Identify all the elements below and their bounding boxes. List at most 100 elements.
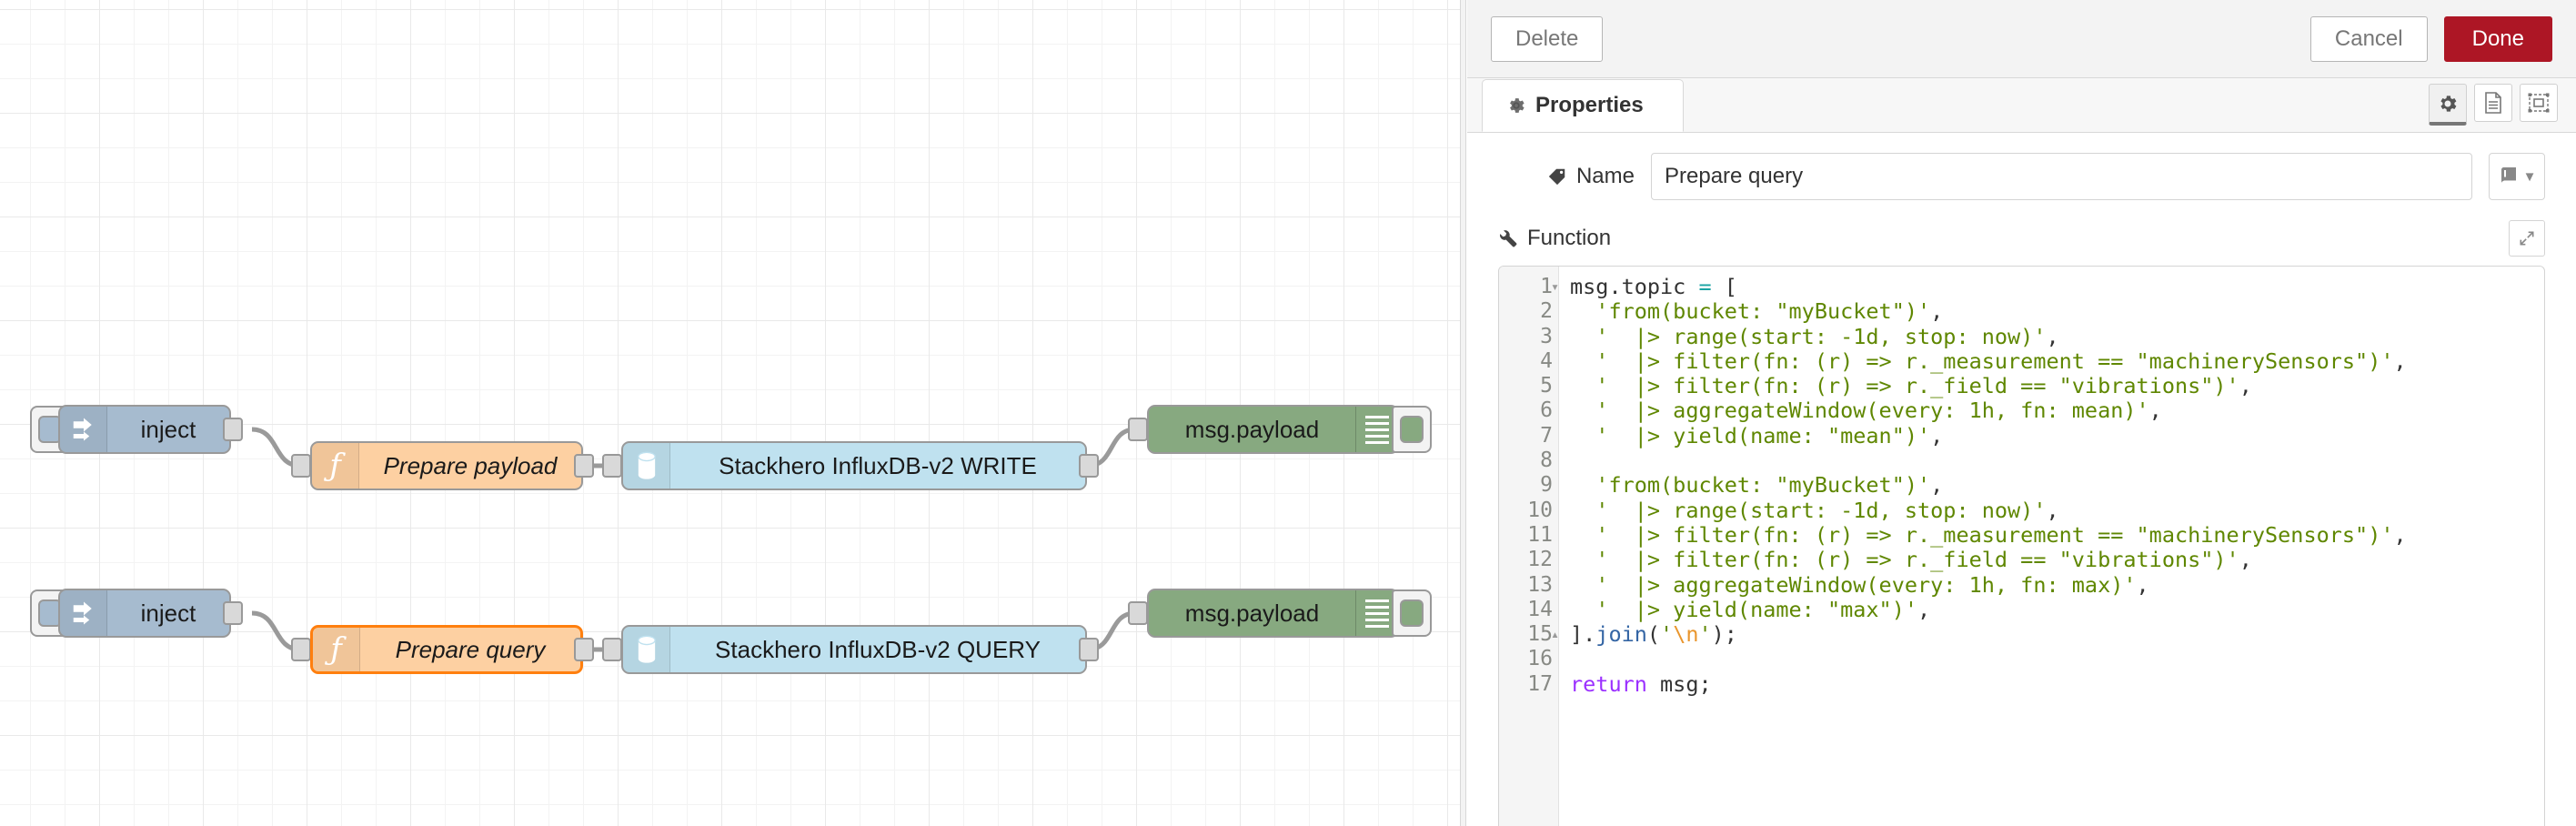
code-token: , — [1917, 596, 1931, 622]
node-influx-write[interactable]: Stackhero InfluxDB-v2 WRITE — [621, 441, 1087, 490]
tab-properties[interactable]: Properties — [1482, 79, 1684, 132]
panel-resize-handle[interactable] — [1460, 0, 1466, 826]
fx-glyph-icon: ƒ — [329, 448, 341, 484]
input-port-influx-2[interactable] — [602, 638, 622, 661]
node-function-prepare-payload[interactable]: ƒ Prepare payload — [310, 441, 583, 490]
line-number: 12 — [1527, 548, 1553, 572]
input-port-influx-1[interactable] — [602, 454, 622, 478]
output-port-inject-2[interactable] — [223, 601, 243, 625]
code-token: msg.topic — [1570, 274, 1699, 299]
debug-menu-icon[interactable] — [1355, 407, 1397, 452]
edit-panel-tabs: Properties — [1467, 78, 2576, 133]
description-icon-button[interactable] — [2474, 84, 2512, 122]
edit-panel-body: Name ▼ Function — [1467, 133, 2576, 826]
output-port-function-2[interactable] — [574, 638, 594, 661]
arrow-right-icon — [73, 418, 92, 441]
node-influx-query[interactable]: Stackhero InfluxDB-v2 QUERY — [621, 625, 1087, 674]
bar — [1364, 624, 1389, 628]
bar — [1364, 421, 1389, 425]
bar — [1364, 618, 1389, 621]
code-line: ' |> yield(name: "max")', — [1570, 596, 2544, 622]
code-token: 'from(bucket: "myBucket")' — [1570, 298, 1931, 325]
code-token: return — [1570, 670, 1647, 697]
input-port-debug-1[interactable] — [1128, 418, 1148, 441]
node-debug-1[interactable]: msg.payload — [1147, 405, 1399, 454]
code-token: ' |> filter(fn: (r) => r._field == "vibr… — [1570, 547, 2239, 573]
name-field-label-group: Name — [1498, 164, 1635, 189]
node-function-2-label: Prepare query — [395, 635, 546, 663]
fold-up-icon[interactable]: ▴ — [1550, 626, 1559, 643]
code-token: \n — [1673, 621, 1699, 648]
node-debug-2[interactable]: msg.payload — [1147, 589, 1399, 638]
output-port-function-1[interactable] — [574, 454, 594, 478]
done-button[interactable]: Done — [2443, 15, 2552, 62]
debug-toggle-swatch — [1400, 599, 1424, 627]
node-function-prepare-query[interactable]: ƒ Prepare query — [310, 625, 583, 674]
bar — [1364, 611, 1389, 615]
code-line: ' |> aggregateWindow(every: 1h, fn: mean… — [1570, 398, 2544, 423]
db-cylinder-icon — [637, 635, 656, 663]
output-port-influx-2[interactable] — [1079, 638, 1099, 661]
name-field-row: Name ▼ — [1498, 153, 2545, 200]
code-line: return msg; — [1570, 670, 2544, 697]
flow-canvas[interactable]: inject ƒ Prepare payload Stackhero Influ… — [0, 0, 1460, 826]
bar — [1364, 428, 1389, 431]
inject-button-swatch — [38, 599, 62, 627]
line-number: 9 — [1540, 473, 1553, 498]
code-line: 'from(bucket: "myBucket")', — [1570, 473, 2544, 498]
output-port-inject-1[interactable] — [223, 418, 243, 441]
name-input[interactable] — [1651, 153, 2472, 200]
output-port-influx-1[interactable] — [1079, 454, 1099, 478]
code-token: ' |> aggregateWindow(every: 1h, fn: max)… — [1570, 571, 2137, 598]
chevron-down-icon: ▼ — [2522, 168, 2537, 185]
code-token: , — [2393, 521, 2407, 548]
code-line: 'from(bucket: "myBucket")', — [1570, 299, 2544, 324]
debug-toggle-button-1[interactable] — [1392, 406, 1432, 453]
bar — [1364, 434, 1389, 438]
input-port-debug-2[interactable] — [1128, 601, 1148, 625]
name-type-dropdown-button[interactable]: ▼ — [2489, 153, 2545, 200]
editor-code-area[interactable]: msg.topic = [ 'from(bucket: "myBucket")'… — [1559, 267, 2544, 826]
line-number: 14 — [1527, 597, 1553, 621]
code-line: ' |> filter(fn: (r) => r._measurement ==… — [1570, 348, 2544, 374]
input-port-function-2[interactable] — [291, 638, 311, 661]
cancel-button[interactable]: Cancel — [2309, 15, 2428, 62]
code-token: msg; — [1646, 670, 1712, 697]
delete-button[interactable]: Delete — [1491, 15, 1604, 62]
node-inject-2[interactable]: inject — [58, 589, 231, 638]
node-inject-2-label: inject — [140, 599, 196, 627]
book-icon — [2501, 167, 2516, 184]
database-icon — [623, 443, 670, 489]
appearance-icon-button[interactable] — [2520, 84, 2558, 122]
database-icon — [623, 627, 670, 672]
code-line: ' |> filter(fn: (r) => r._field == "vibr… — [1570, 374, 2544, 398]
function-section-header: Function — [1498, 220, 2545, 257]
fold-down-icon[interactable]: ▾ — [1550, 278, 1559, 295]
code-token: , — [2393, 348, 2407, 374]
code-token: ' |> filter(fn: (r) => r._field == "vibr… — [1570, 373, 2239, 399]
debug-menu-icon[interactable] — [1355, 590, 1397, 636]
expand-editor-button[interactable] — [2509, 220, 2545, 257]
node-inject-1[interactable]: inject — [58, 405, 231, 454]
gear-icon-button[interactable] — [2429, 84, 2467, 126]
code-token: ); — [1711, 621, 1737, 648]
code-token: , — [2148, 398, 2162, 424]
input-port-function-1[interactable] — [291, 454, 311, 478]
bar — [1364, 440, 1389, 444]
gear-icon — [2440, 95, 2457, 112]
code-token: ' |> filter(fn: (r) => r._measurement ==… — [1570, 348, 2394, 374]
code-token: , — [2239, 373, 2252, 399]
debug-toggle-button-2[interactable] — [1392, 589, 1432, 637]
code-token: ' |> aggregateWindow(every: 1h, fn: mean… — [1570, 398, 2149, 424]
code-token: ( — [1646, 621, 1661, 648]
line-number: 15▴ — [1527, 622, 1559, 647]
code-token: , — [2046, 497, 2059, 523]
line-number: 4 — [1540, 348, 1553, 373]
code-token: ' — [1698, 621, 1712, 648]
code-token: , — [2239, 547, 2252, 573]
description-icon — [2485, 92, 2501, 114]
gear-icon — [1510, 98, 1524, 113]
line-number: 11 — [1527, 522, 1553, 547]
